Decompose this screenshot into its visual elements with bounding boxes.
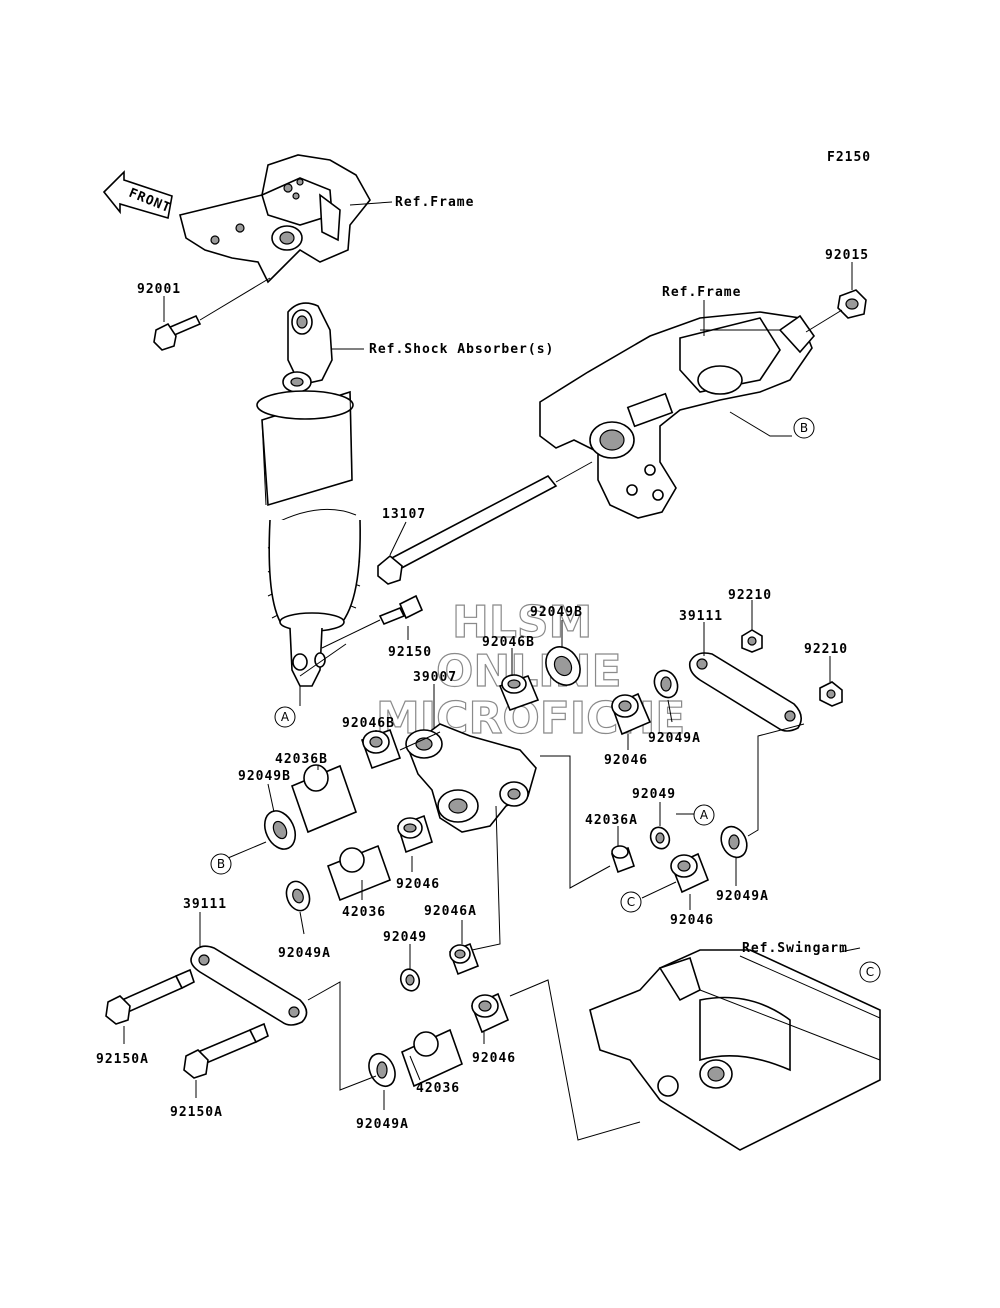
leader-lines: [123, 201, 861, 1141]
swingarm-section: [589, 949, 881, 1151]
washer-92049a-low: [368, 1052, 396, 1088]
diagram-code: F2150: [827, 150, 871, 165]
svg-text:A: A: [700, 808, 709, 822]
svg-text:C: C: [627, 895, 635, 909]
part-label-92046-low: 92046: [472, 1051, 516, 1066]
nut-92015: [805, 289, 867, 333]
svg-text:B: B: [217, 857, 225, 871]
washer-92049a-r2: [720, 825, 748, 859]
svg-text:A: A: [281, 710, 290, 724]
right-frame-section: [539, 311, 816, 519]
washer-92049b-left: [263, 810, 297, 850]
sleeve-42036-mid: [326, 844, 392, 902]
bolt-92150: [321, 594, 424, 649]
front-arrow-icon: FRONT: [102, 170, 173, 220]
ref-frame-top-label: Ref.Frame: [395, 195, 474, 210]
part-label-92049-r: 92049: [632, 787, 676, 802]
washer-92049-mid: [399, 968, 421, 992]
part-label-92150a-a: 92150A: [96, 1052, 149, 1067]
ref-frame-right-label: Ref.Frame: [662, 285, 741, 300]
bearing-92046-r1: [611, 692, 652, 736]
washer-92049-r: [649, 826, 671, 850]
part-label-92046a: 92046A: [424, 904, 477, 919]
part-label-42036-mid: 42036: [342, 905, 386, 920]
part-label-92049-mid: 92049: [383, 930, 427, 945]
callout-a-2: A: [693, 804, 715, 826]
part-label-92046-mid: 92046: [396, 877, 440, 892]
washer-92049a-r1: [653, 669, 679, 699]
callout-c-2: C: [859, 961, 881, 983]
bearing-92046a: [448, 942, 480, 976]
part-label-92001: 92001: [137, 282, 181, 297]
part-label-42036-low: 42036: [416, 1081, 460, 1096]
bearing-92046-low: [470, 992, 510, 1034]
bearing-92046-mid: [397, 814, 433, 854]
part-label-92015: 92015: [825, 248, 869, 263]
sleeve-42036a: [610, 845, 636, 874]
nut-92210-b: [819, 681, 843, 707]
part-label-39111-right: 39111: [679, 609, 723, 624]
washer-92049b-upper: [545, 646, 581, 686]
part-label-92049a-mid: 92049A: [278, 946, 331, 961]
part-label-92046b-left: 92046B: [342, 716, 395, 731]
part-label-39007: 39007: [413, 670, 457, 685]
bearing-92046b-upper: [498, 674, 540, 712]
part-label-92150: 92150: [388, 645, 432, 660]
part-label-92049a-r1: 92049A: [648, 731, 701, 746]
upper-frame-mount: [179, 154, 371, 284]
part-label-92049b-top: 92049B: [530, 605, 583, 620]
svg-text:C: C: [866, 965, 874, 979]
rocker-arm-39007: [405, 723, 537, 833]
bolt-92001: [153, 277, 271, 351]
callout-b-2: B: [210, 853, 232, 875]
nut-92210-a: [741, 629, 763, 653]
bolt-92150a-a: [105, 968, 195, 1025]
link-39111-left: [190, 945, 308, 1026]
callout-a-1: A: [274, 706, 296, 728]
part-label-92150a-b: 92150A: [170, 1105, 223, 1120]
bolt-92150a-b: [183, 1022, 269, 1079]
part-label-92049b-left: 92049B: [238, 769, 291, 784]
svg-text:B: B: [800, 421, 808, 435]
part-label-92046-r2: 92046: [670, 913, 714, 928]
ref-swingarm-label: Ref.Swingarm: [742, 941, 848, 956]
part-label-42036a: 42036A: [585, 813, 638, 828]
shock-absorber: [256, 302, 361, 687]
watermark-line-1: HLSM: [452, 597, 592, 648]
shaft-13107: [377, 461, 593, 585]
washer-92049a-mid: [285, 880, 311, 912]
bearing-92046-r2: [670, 852, 710, 894]
link-39111-right: [688, 652, 802, 732]
part-label-39111-left: 39111: [183, 897, 227, 912]
callout-c-1: C: [620, 891, 642, 913]
part-label-92046-r1: 92046: [604, 753, 648, 768]
part-label-13107: 13107: [382, 507, 426, 522]
part-label-92046b-top: 92046B: [482, 635, 535, 650]
bearing-92046b-left: [360, 728, 402, 770]
part-label-92049a-low: 92049A: [356, 1117, 409, 1132]
part-label-92049a-r2: 92049A: [716, 889, 769, 904]
part-label-92210-a: 92210: [728, 588, 772, 603]
part-label-92210-b: 92210: [804, 642, 848, 657]
ref-shock-label: Ref.Shock Absorber(s): [369, 342, 554, 357]
sleeve-42036b: [290, 764, 358, 834]
part-label-42036b: 42036B: [275, 752, 328, 767]
callout-b-1: B: [793, 417, 815, 439]
